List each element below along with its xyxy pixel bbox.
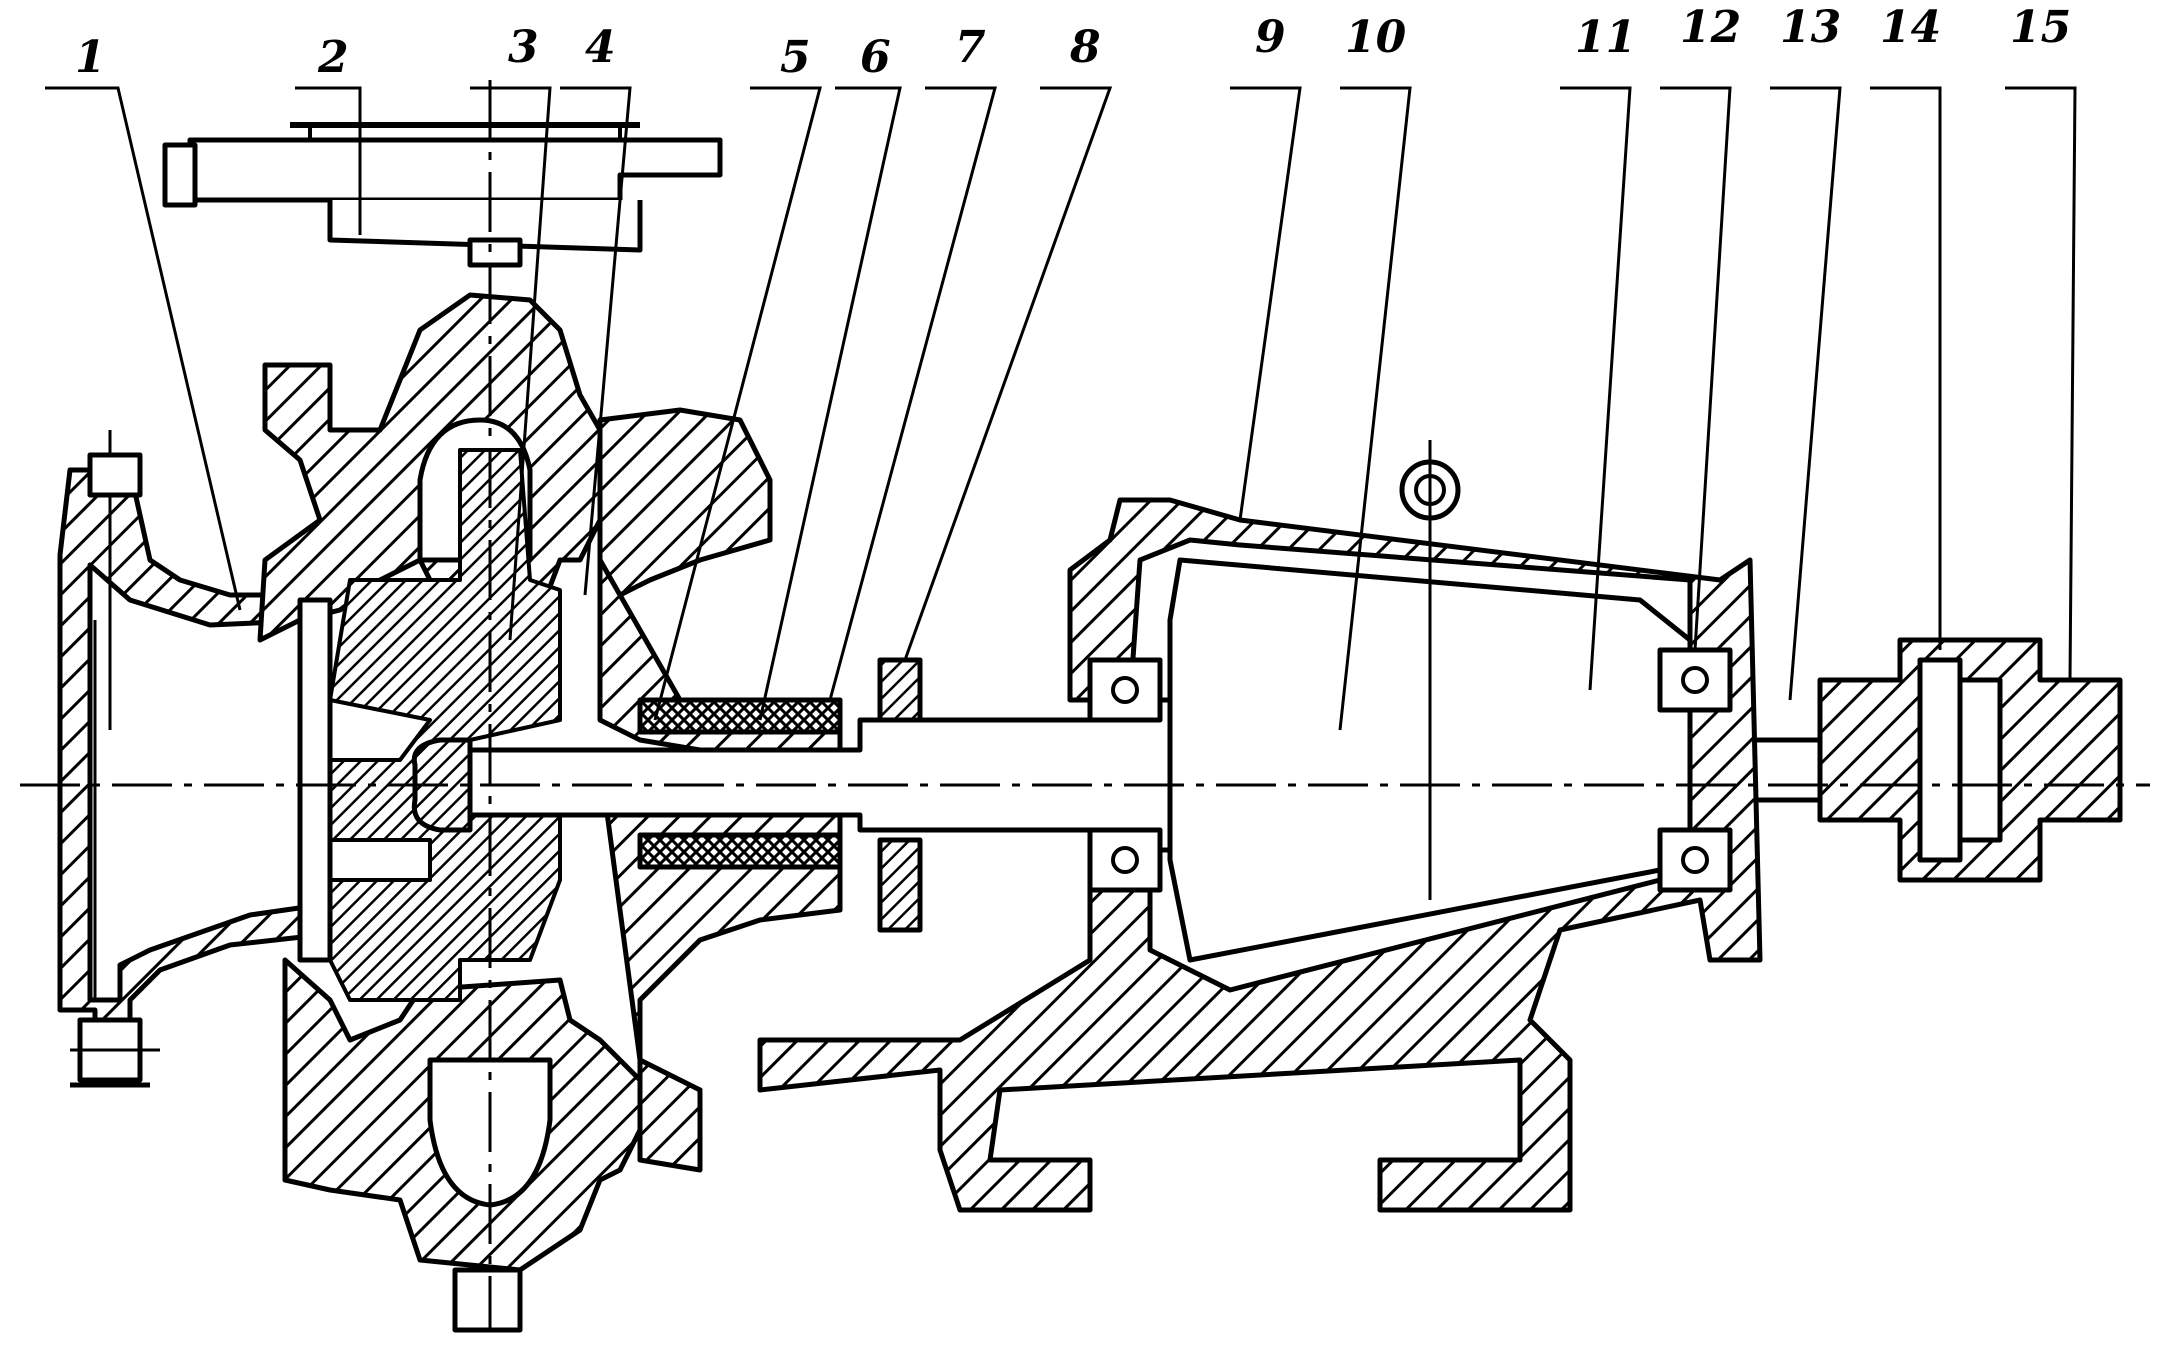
shaft-packing	[637, 657, 923, 933]
callout-3: 3	[508, 22, 539, 73]
callout-11: 11	[1575, 12, 1636, 63]
callout-7: 7	[955, 22, 986, 73]
callout-13: 13	[1780, 2, 1841, 53]
suction-inlet	[57, 430, 323, 1088]
impeller	[297, 448, 562, 1002]
bearing-housing	[757, 440, 1763, 1213]
callout-9: 9	[1255, 12, 1286, 63]
callout-labels: 1 2 3 4 5 6 7 8 9 10 11 12 13 14 15	[75, 2, 2071, 83]
callout-12: 12	[1680, 2, 1741, 53]
callout-6: 6	[860, 32, 891, 83]
discharge-flange	[162, 122, 723, 253]
callout-8: 8	[1069, 22, 1101, 73]
callout-4: 4	[585, 22, 616, 73]
callout-10: 10	[1345, 12, 1407, 63]
volute-casing	[257, 237, 703, 1333]
callout-15: 15	[2010, 2, 2071, 53]
callout-2: 2	[317, 32, 349, 83]
callout-5: 5	[780, 32, 811, 83]
callout-14: 14	[1880, 2, 1941, 53]
callout-1: 1	[75, 32, 106, 83]
shaft-coupling	[1817, 637, 2123, 883]
leader-lines	[45, 86, 2077, 731]
